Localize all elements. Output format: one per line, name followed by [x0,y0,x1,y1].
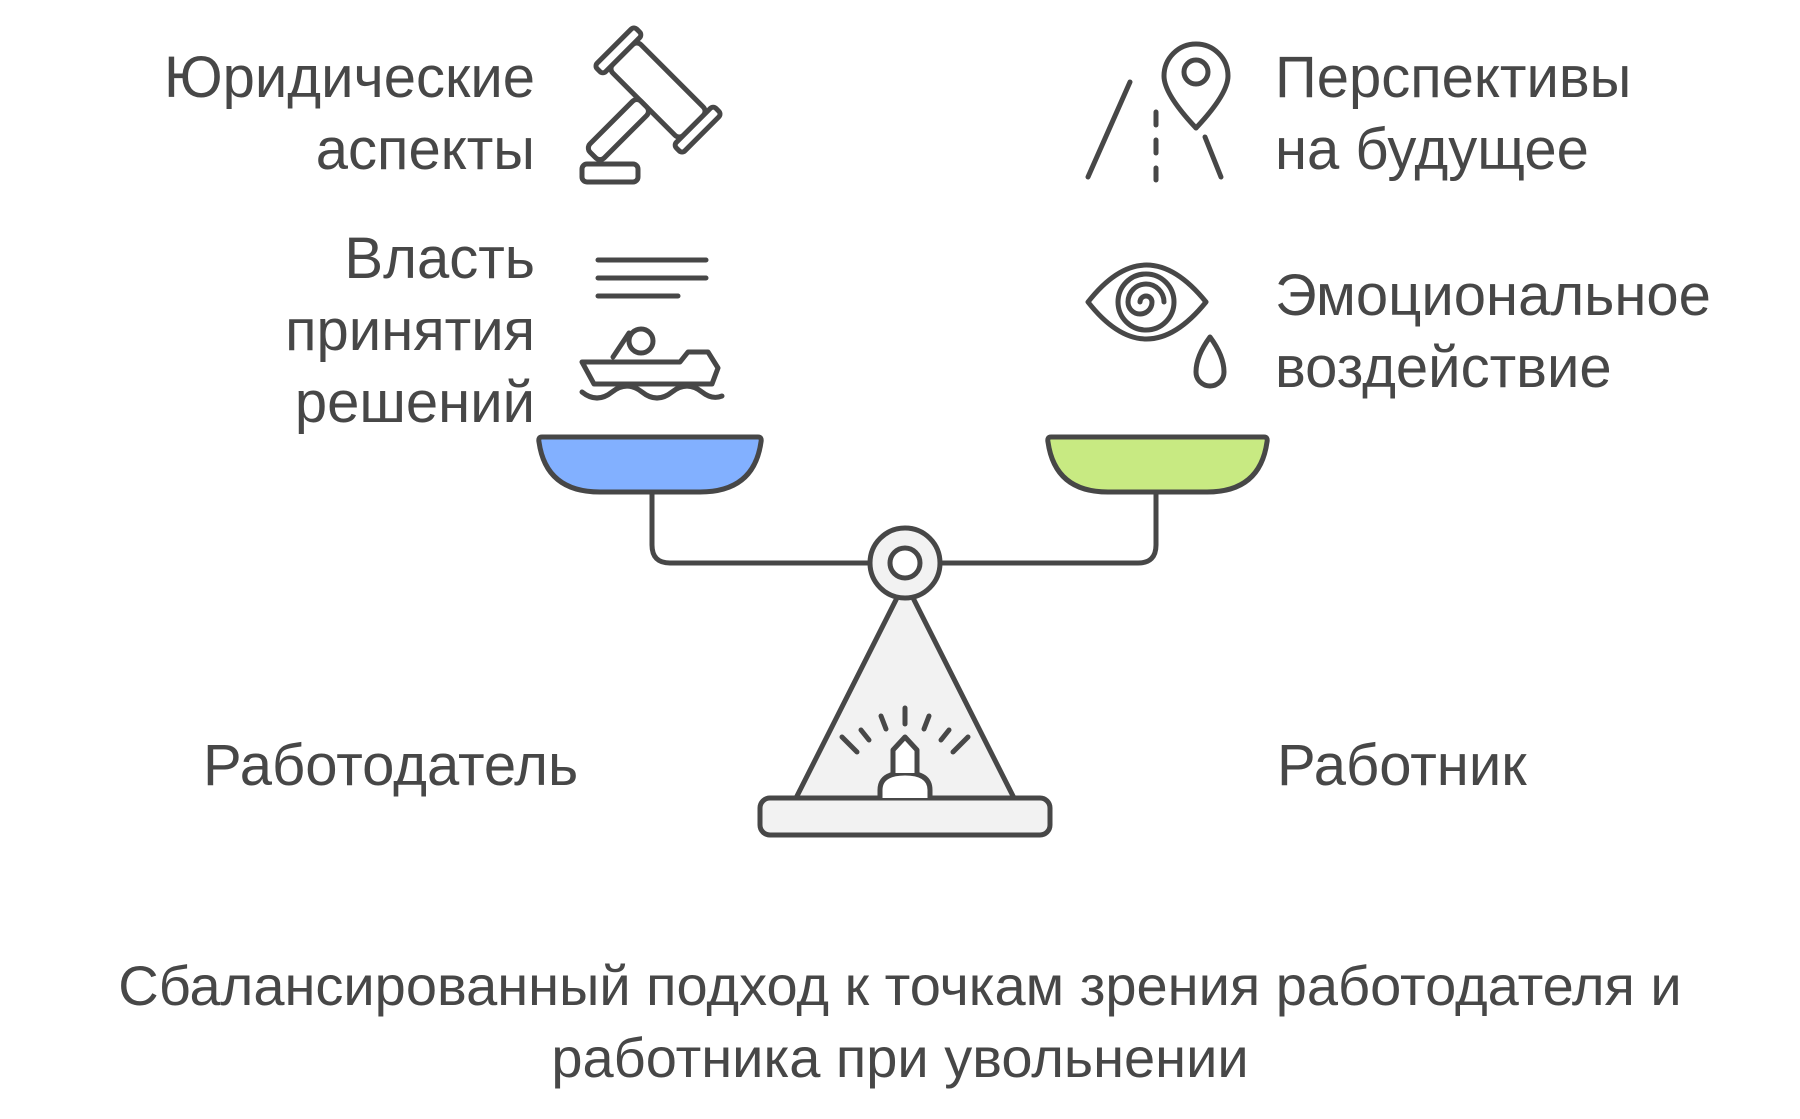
label-line: Перспективы [1275,45,1632,110]
employee-label: Работник [1277,733,1527,798]
scale-pivot-center [887,545,923,581]
employer-label: Работодатель [203,733,579,798]
label-legal-aspects: Юридические аспекты [164,42,535,186]
road-location-icon [1085,41,1231,183]
crying-eye-icon [1085,262,1227,389]
scale-base [757,795,1053,838]
label-line: воздействие [1275,335,1612,400]
alarm-light-icon [839,705,971,801]
label-future-prospects: Перспективы на будущее [1275,42,1631,186]
label-line: Юридические [164,45,535,110]
label-emotional-impact: Эмоциональное воздействие [1275,260,1711,404]
label-line: Эмоциональное [1275,263,1711,328]
gavel-icon [579,25,723,185]
label-line: Власть [344,226,535,291]
diagram-caption: Сбалансированный подход к точкам зрения … [0,950,1800,1094]
left-pan [536,434,764,495]
caption-line-2: работника при увольнении [551,1026,1249,1089]
label-line: на будущее [1275,117,1589,182]
caption-line-1: Сбалансированный подход к точкам зрения … [118,954,1682,1017]
boat-decision-icon [579,257,725,401]
label-line: аспекты [315,117,535,182]
label-line: принятия [285,298,535,363]
right-pan [1045,434,1270,495]
label-decision-power: Власть принятия решений [285,223,535,439]
label-line: решений [294,370,535,435]
